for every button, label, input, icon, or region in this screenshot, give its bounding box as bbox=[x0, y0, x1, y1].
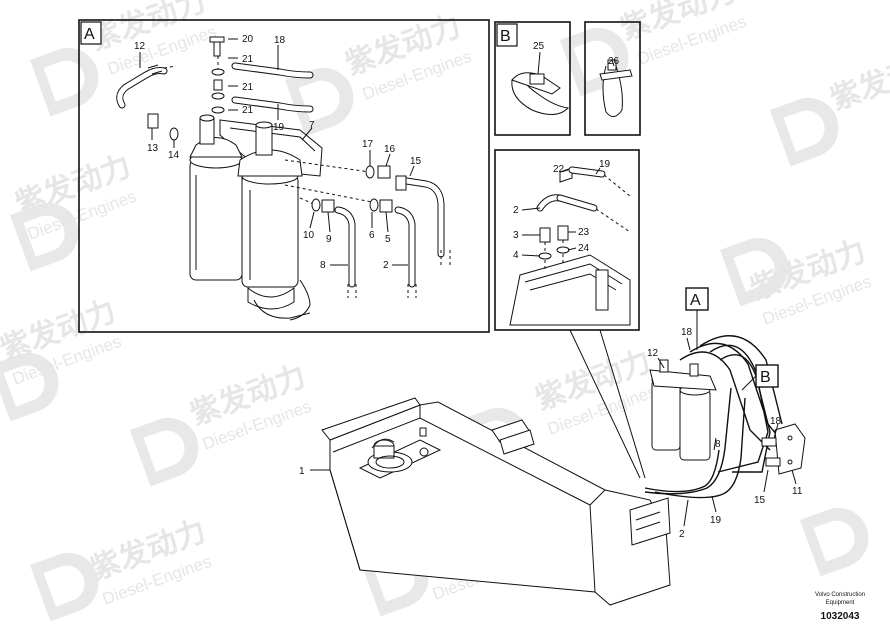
washer-14 bbox=[169, 127, 179, 141]
callout-a-13: 13 bbox=[147, 143, 159, 154]
fuel-filter-right bbox=[237, 121, 311, 321]
callout-c-4: 4 bbox=[513, 250, 519, 261]
washer-24 bbox=[556, 246, 570, 254]
callout-a-7: 7 bbox=[309, 120, 315, 131]
washer-6 bbox=[369, 198, 379, 212]
bolt-20 bbox=[209, 36, 225, 43]
callout-c-3: 3 bbox=[513, 230, 519, 241]
callout-a-9: 9 bbox=[326, 234, 332, 245]
footer: Volvo Construction Equipment 1032043 bbox=[815, 592, 865, 622]
callout-a-19: 19 bbox=[273, 122, 285, 133]
fitting-16 bbox=[377, 165, 391, 179]
washer-21c bbox=[211, 106, 225, 114]
clamp-25 bbox=[511, 77, 570, 115]
drawing-number: 1032043 bbox=[821, 611, 860, 622]
callout-m-1: 1 bbox=[299, 466, 305, 477]
marker-a-label: A bbox=[690, 292, 701, 309]
callout-a-15: 15 bbox=[410, 156, 422, 167]
callout-a-17: 17 bbox=[362, 139, 374, 150]
callout-b-26: 26 bbox=[608, 56, 620, 67]
washer-4 bbox=[538, 252, 552, 260]
fitting-13 bbox=[147, 113, 159, 129]
hose-2-main bbox=[644, 387, 732, 495]
callout-a-8: 8 bbox=[320, 260, 326, 271]
detail-c-leader bbox=[569, 329, 646, 479]
callout-a-5: 5 bbox=[385, 234, 391, 245]
brand-line-1: Volvo Construction bbox=[815, 592, 865, 598]
fitting-9 bbox=[321, 199, 335, 213]
callout-a-18: 18 bbox=[274, 35, 286, 46]
detail-a-panel: A bbox=[78, 19, 490, 333]
detail-b-panel-26: 26 bbox=[584, 21, 641, 136]
callout-m-15: 15 bbox=[754, 495, 766, 506]
callout-a-20: 20 bbox=[242, 34, 254, 45]
callout-m-11: 11 bbox=[792, 486, 803, 497]
detail-a-label: A bbox=[84, 26, 95, 43]
callout-a-21b: 21 bbox=[242, 82, 254, 93]
watermark-cn-4: 紫发动力 bbox=[826, 44, 890, 118]
callout-a-12: 12 bbox=[134, 41, 146, 52]
callout-b-25: 25 bbox=[533, 41, 545, 52]
callout-c-24: 24 bbox=[578, 243, 590, 254]
callout-m-18b: 18 bbox=[770, 416, 782, 427]
callout-c-22: 22 bbox=[553, 164, 565, 175]
callout-c-19: 19 bbox=[599, 159, 611, 170]
callout-c-23: 23 bbox=[578, 227, 590, 238]
callout-a-16: 16 bbox=[384, 144, 396, 155]
callout-m-19: 19 bbox=[710, 515, 722, 526]
detail-b-label: B bbox=[500, 28, 511, 45]
callout-a-10: 10 bbox=[303, 230, 315, 241]
brand-line-2: Equipment bbox=[826, 600, 855, 606]
callout-c-2: 2 bbox=[513, 205, 519, 216]
callout-m-8: 8 bbox=[715, 439, 721, 450]
hose-19-main bbox=[654, 397, 746, 499]
callout-a-21c: 21 bbox=[242, 105, 254, 116]
fitting-5 bbox=[379, 199, 393, 213]
washer-17 bbox=[365, 165, 375, 179]
fitting-23 bbox=[557, 225, 569, 241]
fitting-3 bbox=[539, 227, 551, 243]
washer-21b bbox=[211, 92, 225, 100]
callout-a-21a: 21 bbox=[242, 54, 254, 65]
detail-c-panel: 22 19 2 3 23 4 24 bbox=[494, 149, 640, 331]
callout-a-2: 2 bbox=[383, 260, 389, 271]
main-assembly: A B 18 12 1 8 18 15 11 19 2 bbox=[299, 287, 806, 606]
fuel-filters-main bbox=[649, 359, 717, 461]
detail-b-panel-25: B 25 bbox=[494, 21, 571, 136]
callout-m-18a: 18 bbox=[681, 327, 693, 338]
callout-a-6: 6 bbox=[369, 230, 375, 241]
callout-m-2: 2 bbox=[679, 529, 685, 540]
bulkhead-bracket-11 bbox=[774, 423, 806, 475]
tank-mount-bracket bbox=[629, 497, 671, 546]
callout-m-12: 12 bbox=[647, 348, 659, 359]
marker-b-label: B bbox=[760, 369, 771, 386]
cover-plate bbox=[509, 254, 631, 326]
fuel-filter-left bbox=[189, 114, 243, 281]
washer-10 bbox=[311, 198, 321, 212]
callout-a-14: 14 bbox=[168, 150, 180, 161]
